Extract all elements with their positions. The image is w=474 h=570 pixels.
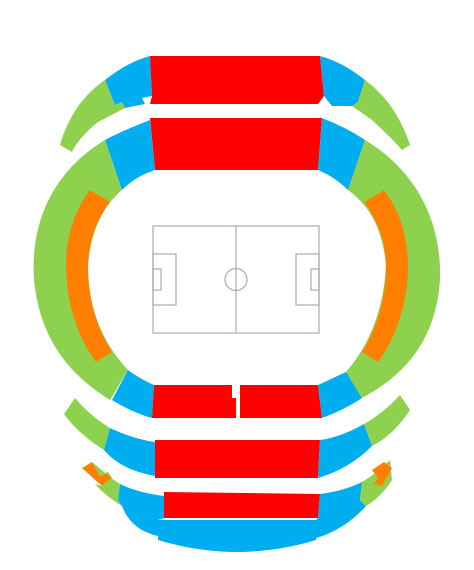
section-north-upper-left[interactable] xyxy=(105,56,152,108)
section-south-middle-center[interactable] xyxy=(155,440,320,478)
section-north-upper-center[interactable] xyxy=(150,56,324,104)
section-south-upper-left[interactable] xyxy=(118,484,164,536)
section-south-lower-left[interactable] xyxy=(112,370,154,418)
section-south-middle-left[interactable] xyxy=(104,428,155,476)
section-north-lower-center[interactable] xyxy=(150,118,322,170)
pitch-left-goal-box xyxy=(152,268,162,291)
section-south-upper-center[interactable] xyxy=(164,492,320,518)
section-south-upper-right[interactable] xyxy=(316,482,366,538)
section-north-upper-far-right[interactable] xyxy=(352,80,410,150)
section-west-inner[interactable] xyxy=(66,190,112,362)
section-south-corner-left[interactable] xyxy=(82,462,112,486)
football-pitch xyxy=(152,225,320,334)
section-south-lower-right[interactable] xyxy=(318,372,362,418)
section-east-inner[interactable] xyxy=(362,190,408,362)
section-south-corner-right[interactable] xyxy=(372,462,392,486)
section-north-lower-left[interactable] xyxy=(105,120,155,190)
section-north-upper-right[interactable] xyxy=(320,56,365,106)
section-south-lower-center-right[interactable] xyxy=(240,385,322,418)
section-south-middle-far-left[interactable] xyxy=(64,398,110,450)
section-south-middle-far-right[interactable] xyxy=(364,395,410,446)
section-south-upper-far-left[interactable] xyxy=(92,462,122,506)
pitch-center-circle xyxy=(224,267,248,292)
pitch-right-goal-box xyxy=(310,268,320,291)
section-south-bottom-band[interactable] xyxy=(158,520,318,552)
section-north-lower-right[interactable] xyxy=(318,118,365,190)
section-north-upper-far-left[interactable] xyxy=(60,80,125,152)
section-south-middle-right[interactable] xyxy=(318,424,372,478)
section-south-lower-center-left[interactable] xyxy=(152,385,236,418)
